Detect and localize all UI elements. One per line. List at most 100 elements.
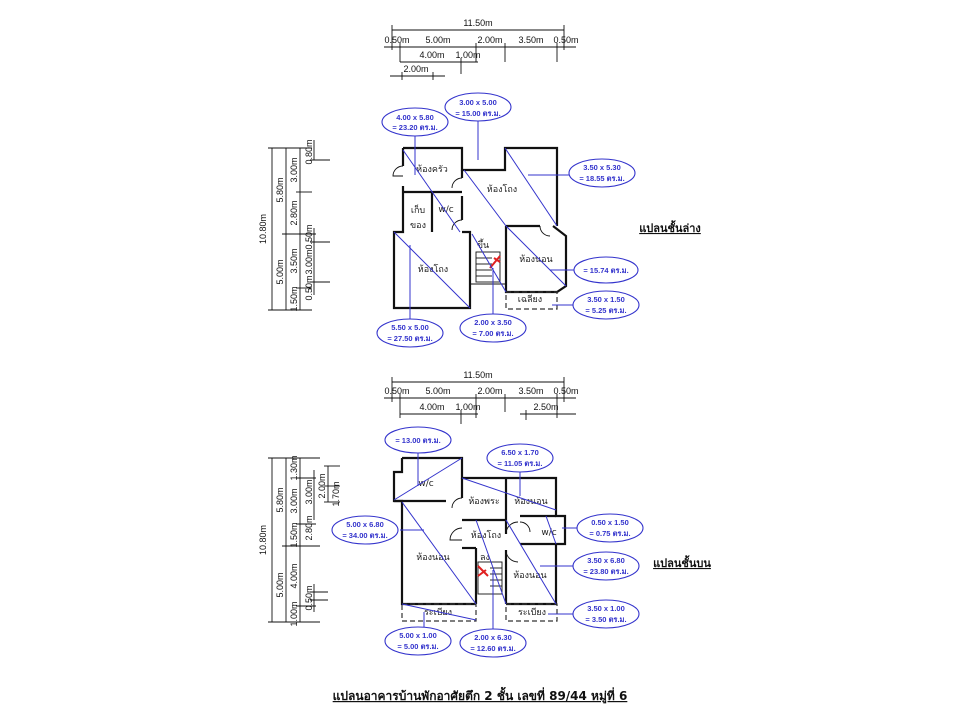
svg-text:5.50 x 5.00: 5.50 x 5.00 bbox=[391, 323, 429, 332]
room-label: ห้องพระ bbox=[468, 496, 499, 507]
room-label: ลง bbox=[480, 553, 490, 563]
room-label: w/c bbox=[418, 479, 433, 489]
area-callout bbox=[576, 513, 644, 543]
lower-floor-callouts: 4.00 x 5.80 = 23.20 ตร.ม. 3.00 x 5.00 = … bbox=[376, 92, 640, 348]
dim-text: 3.00m bbox=[289, 488, 299, 513]
dim-text: 5.00m bbox=[275, 572, 285, 597]
svg-text:5.00 x 6.80: 5.00 x 6.80 bbox=[346, 520, 384, 529]
dim-text: 3.00m bbox=[304, 479, 314, 504]
dim-text: 4.00m bbox=[419, 402, 444, 412]
svg-text:4.00 x 5.80: 4.00 x 5.80 bbox=[396, 113, 434, 122]
svg-text:= 12.60 ตร.ม.: = 12.60 ตร.ม. bbox=[470, 644, 515, 653]
svg-text:3.00 x 5.00: 3.00 x 5.00 bbox=[459, 98, 497, 107]
area-callout bbox=[572, 599, 640, 629]
drawing-title: แปลนอาคารบ้านพักอาศัยตึก 2 ชั้น เลขที่ 8… bbox=[333, 686, 628, 704]
area-callout bbox=[444, 92, 512, 122]
upper-floor-callouts: = 13.00 ตร.ม. 6.50 x 1.70 = 11.05 ตร.ม. … bbox=[331, 426, 644, 658]
svg-text:= 15.74 ตร.ม.: = 15.74 ตร.ม. bbox=[583, 266, 628, 275]
dim-text: 0.50m bbox=[304, 224, 314, 249]
area-callout bbox=[376, 318, 444, 348]
svg-text:= 27.50 ตร.ม.: = 27.50 ตร.ม. bbox=[387, 334, 432, 343]
room-label: ห้องโถง bbox=[418, 264, 448, 275]
upper-floor-top-dimensions: 11.50m 0.50m 5.00m 2.00m 3.50m 0.50m 4.0… bbox=[384, 370, 579, 424]
dim-text: 0.80m bbox=[304, 139, 314, 164]
svg-text:= 0.75 ตร.ม.: = 0.75 ตร.ม. bbox=[589, 529, 630, 538]
area-callout bbox=[459, 313, 527, 343]
dim-text: 10.80m bbox=[258, 214, 268, 244]
dim-text: 1.00m bbox=[455, 402, 480, 412]
dim-text: 2.80m bbox=[289, 200, 299, 225]
upper-floor-heading: แปลนชั้นบน bbox=[653, 555, 711, 570]
room-label: ห้องโถง bbox=[487, 184, 517, 195]
room-label: ของ bbox=[410, 221, 426, 231]
dim-text: 5.80m bbox=[275, 487, 285, 512]
dim-text: 2.50m bbox=[533, 402, 558, 412]
dim-text: 3.50m bbox=[518, 35, 543, 45]
svg-text:= 23.80 ตร.ม.: = 23.80 ตร.ม. bbox=[583, 567, 628, 576]
dim-text: 3.00m bbox=[304, 249, 314, 274]
dim-text: 4.00m bbox=[289, 563, 299, 588]
svg-text:= 7.00 ตร.ม.: = 7.00 ตร.ม. bbox=[472, 329, 513, 338]
dim-text: 1.00m bbox=[455, 50, 480, 60]
area-callout bbox=[572, 551, 640, 581]
svg-text:3.50 x 1.00: 3.50 x 1.00 bbox=[587, 604, 625, 613]
area-callout bbox=[486, 443, 554, 473]
dim-text: 5.00m bbox=[425, 386, 450, 396]
svg-text:0.50 x 1.50: 0.50 x 1.50 bbox=[591, 518, 629, 527]
lower-floor-left-dimensions: 10.80m 5.80m 5.00m 3.00m 2.80m 3.50m 1.5… bbox=[258, 139, 330, 312]
area-callout bbox=[573, 256, 639, 284]
room-label: ระเบียง bbox=[518, 607, 546, 618]
dim-text: 0.50m bbox=[553, 35, 578, 45]
dim-text: 1.50m bbox=[289, 522, 299, 547]
room-label: ระเบียง bbox=[424, 607, 452, 618]
area-callout bbox=[384, 626, 452, 656]
dim-text: 0.50m bbox=[553, 386, 578, 396]
dim-text: 4.00m bbox=[419, 50, 444, 60]
dim-text: 1.00m bbox=[289, 601, 299, 626]
svg-text:= 15.00 ตร.ม.: = 15.00 ตร.ม. bbox=[455, 109, 500, 118]
room-label: w/c bbox=[438, 205, 453, 215]
dim-text: 1.50m bbox=[289, 286, 299, 311]
room-label: เฉลียง bbox=[518, 294, 542, 305]
dim-text: 3.50m bbox=[518, 386, 543, 396]
dim-overall: 11.50m bbox=[463, 18, 492, 28]
lower-floor-heading: แปลนชั้นล่าง bbox=[639, 220, 701, 235]
dim-text: 3.50m bbox=[289, 248, 299, 273]
dim-text: 2.00m bbox=[317, 473, 327, 498]
dim-text: 5.00m bbox=[275, 259, 285, 284]
svg-text:= 34.00 ตร.ม.: = 34.00 ตร.ม. bbox=[342, 531, 387, 540]
room-label: ห้องนอน bbox=[416, 552, 449, 563]
svg-text:= 5.25 ตร.ม.: = 5.25 ตร.ม. bbox=[585, 306, 626, 315]
stair-down-arrow-icon bbox=[477, 565, 489, 577]
room-label: ห้องโถง bbox=[471, 530, 501, 541]
area-callout bbox=[568, 158, 636, 188]
dim-text: 2.00m bbox=[403, 64, 428, 74]
room-label: ห้องนอน bbox=[519, 254, 552, 265]
area-callout bbox=[331, 515, 399, 545]
lower-floor-top-dimensions: 11.50m 0.50m 5.00m 2.00m 3.50m 0.50m 4.0… bbox=[384, 18, 579, 80]
area-callout bbox=[384, 426, 452, 454]
svg-text:3.50 x 6.80: 3.50 x 6.80 bbox=[587, 556, 625, 565]
upper-floor-left-dimensions: 10.80m 5.80m 5.00m 1.30m 3.00m 1.50m 4.0… bbox=[258, 455, 341, 626]
dim-text: 0.50m bbox=[304, 275, 314, 300]
svg-text:5.00 x 1.00: 5.00 x 1.00 bbox=[399, 631, 437, 640]
dim-text: 2.80m bbox=[304, 515, 314, 540]
svg-text:= 3.50 ตร.ม.: = 3.50 ตร.ม. bbox=[585, 615, 626, 624]
room-label: เก็บ bbox=[411, 203, 426, 216]
dim-text: 2.00m bbox=[477, 386, 502, 396]
svg-text:2.00 x 6.30: 2.00 x 6.30 bbox=[474, 633, 512, 642]
dim-text: 1.30m bbox=[289, 455, 299, 480]
dim-text: 2.00m bbox=[477, 35, 502, 45]
dim-text: 5.00m bbox=[425, 35, 450, 45]
dim-text: 0.50m bbox=[304, 585, 314, 610]
svg-text:= 5.00 ตร.ม.: = 5.00 ตร.ม. bbox=[397, 642, 438, 651]
dim-overall: 11.50m bbox=[463, 370, 492, 380]
svg-text:2.00 x 3.50: 2.00 x 3.50 bbox=[474, 318, 512, 327]
area-callout bbox=[381, 107, 449, 137]
lower-floor-plan: ห้องครัว ห้องโถง เก็บ ของ w/c ห้องโถง ขึ… bbox=[392, 146, 568, 310]
svg-text:= 23.20 ตร.ม.: = 23.20 ตร.ม. bbox=[392, 123, 437, 132]
stair-up-arrow-icon bbox=[489, 255, 501, 269]
dim-text: 0.50m bbox=[384, 35, 409, 45]
upper-floor-plan: w/c ห้องพระ ห้องนอน ห้องโถง w/c ห้องนอน … bbox=[392, 456, 567, 622]
